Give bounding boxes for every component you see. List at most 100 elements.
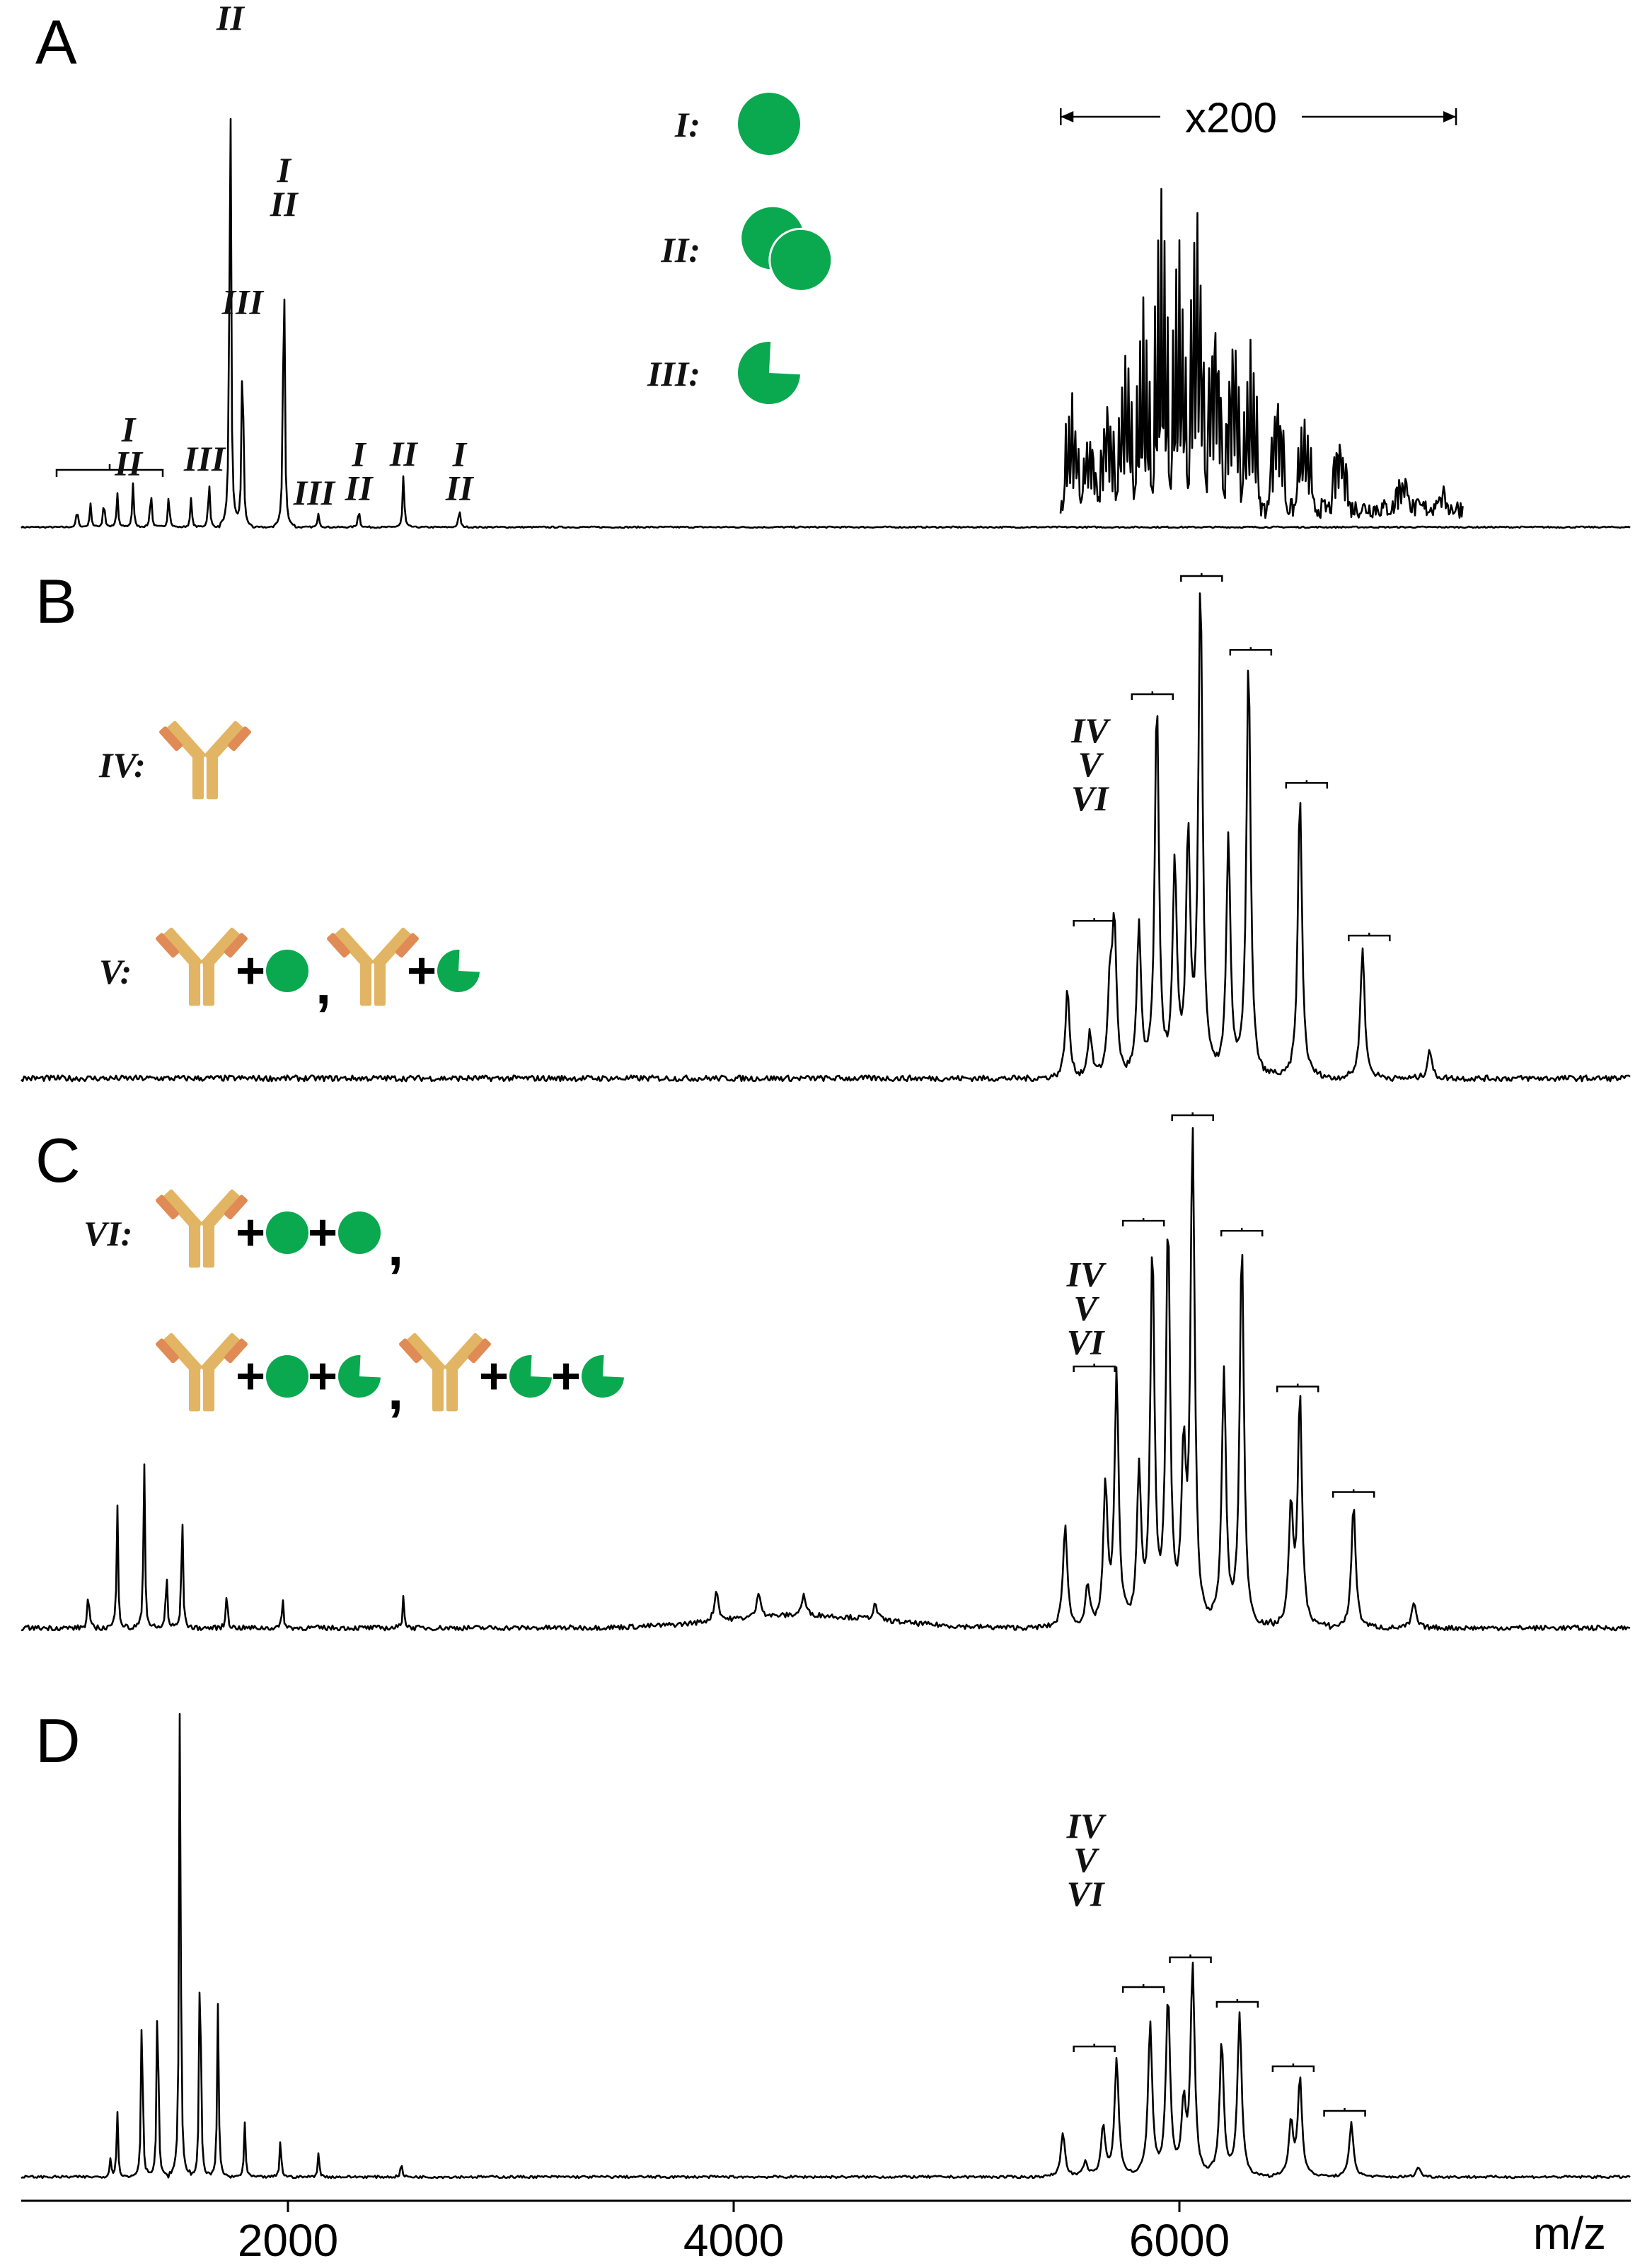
plus-sign: + (407, 943, 437, 999)
plus-sign: + (236, 943, 265, 999)
antibody-arm (334, 927, 374, 969)
antibody-light-chain (156, 1338, 180, 1364)
panel-letter: C (35, 1125, 81, 1195)
green-circle-notched-icon (437, 950, 480, 992)
antibody-stem (374, 957, 386, 1006)
charge-state-bracket (1121, 1218, 1165, 1227)
panel-letter: D (35, 1705, 81, 1775)
antibody-arm (163, 1189, 202, 1231)
x-tick-label: 4000 (683, 2215, 784, 2266)
plus-sign: + (308, 1204, 337, 1261)
charge-state-bracket (1215, 1999, 1259, 2008)
comma-separator: , (388, 1214, 403, 1277)
magnification-label: x200 (1185, 94, 1277, 142)
panel-letter: B (35, 566, 77, 636)
spectrum-trace (21, 592, 1631, 1083)
antibody-arm (201, 927, 241, 969)
charge-state-bracket (1332, 1489, 1375, 1498)
antibody-icon (327, 927, 419, 1006)
plus-sign: + (308, 1348, 337, 1405)
green-circle-icon (738, 93, 800, 155)
x-axis: 2000 4000 6000 m/z (21, 2199, 1631, 2266)
antibody-light-chain (156, 1195, 180, 1220)
green-circle-icon (266, 1355, 308, 1398)
comma-separator: , (388, 1358, 403, 1421)
peak-label: VI (1067, 1874, 1105, 1913)
plus-sign: + (479, 1348, 509, 1405)
antibody-stem (202, 1219, 215, 1268)
antibody-icon (399, 1332, 491, 1412)
legend-label: I: (674, 105, 700, 144)
charge-state-bracket (1169, 1955, 1212, 1963)
antibody-light-chain (224, 1195, 248, 1220)
antibody-icon (156, 927, 248, 1006)
green-circle-dimer-icon (741, 207, 833, 292)
peak-label: I (277, 150, 292, 190)
antibody-arm (163, 1332, 202, 1375)
panel-letter: A (35, 7, 77, 77)
antibody-stem (188, 1363, 201, 1412)
charge-state-bracket (1131, 691, 1174, 701)
charge-state-bracket (1229, 647, 1273, 656)
x-tick-label: 2000 (238, 2215, 338, 2266)
legend-label: III: (647, 354, 700, 393)
antibody-stem (432, 1363, 444, 1412)
antibody-stem (202, 957, 215, 1006)
peak-label: IV (1070, 710, 1111, 750)
charge-state-bracket (1180, 573, 1223, 582)
antibody-light-chain (224, 1338, 248, 1364)
antibody-light-chain (224, 933, 248, 958)
peak-label: III (183, 439, 226, 478)
antibody-light-chain (395, 933, 419, 958)
peak-label: I (121, 410, 137, 449)
peak-label: II (270, 184, 299, 224)
antibody-icon (156, 1332, 248, 1412)
peak-label: V (1073, 1840, 1099, 1880)
green-circle-notched-icon (338, 1355, 381, 1398)
antibody-light-chain (159, 726, 183, 752)
charge-state-bracket (1276, 1383, 1319, 1393)
legend-label: V: (99, 952, 132, 991)
charge-state-bracket (1323, 2108, 1366, 2117)
charge-state-bracket (1271, 2063, 1315, 2072)
arrow-head (1443, 111, 1457, 122)
antibody-light-chain (156, 933, 180, 958)
legend-label: II: (660, 230, 700, 270)
charge-state-bracket (1171, 1112, 1214, 1121)
antibody-arm (201, 1189, 241, 1231)
peak-label: II (345, 468, 374, 507)
antibody-icon (156, 1189, 248, 1268)
antibody-arm (166, 720, 206, 763)
legend-label: IV: (98, 745, 146, 785)
green-circle-notched-icon (738, 341, 800, 404)
antibody-arm (372, 927, 412, 969)
dimer-circle-b (768, 227, 833, 292)
x-tick-label: 6000 (1129, 2215, 1230, 2266)
antibody-arm (444, 1332, 484, 1375)
antibody-stem (359, 957, 372, 1006)
peak-label: III (221, 282, 265, 321)
spectrum-trace (21, 1127, 1631, 1632)
charge-state-bracket (1121, 1984, 1165, 1993)
charge-state-bracket (1073, 918, 1116, 927)
peak-label: VI (1071, 778, 1109, 818)
x-axis-label: m/z (1533, 2208, 1606, 2259)
charge-state-bracket (1073, 2044, 1116, 2052)
antibody-stem (206, 751, 219, 800)
spectrum-trace (21, 1712, 1631, 2180)
green-circle-notched-icon (582, 1355, 624, 1398)
magnified-spectrum-trace (1059, 188, 1464, 519)
antibody-arm (163, 927, 202, 969)
charge-state-bracket (1073, 1364, 1116, 1372)
peak-label: I (223, 0, 238, 4)
antibody-arm (406, 1332, 446, 1375)
comma-separator: , (316, 952, 331, 1015)
peak-label: II (445, 468, 474, 507)
antibody-arm (201, 1332, 241, 1375)
antibody-stem (192, 751, 204, 800)
peak-label: II (114, 444, 143, 483)
